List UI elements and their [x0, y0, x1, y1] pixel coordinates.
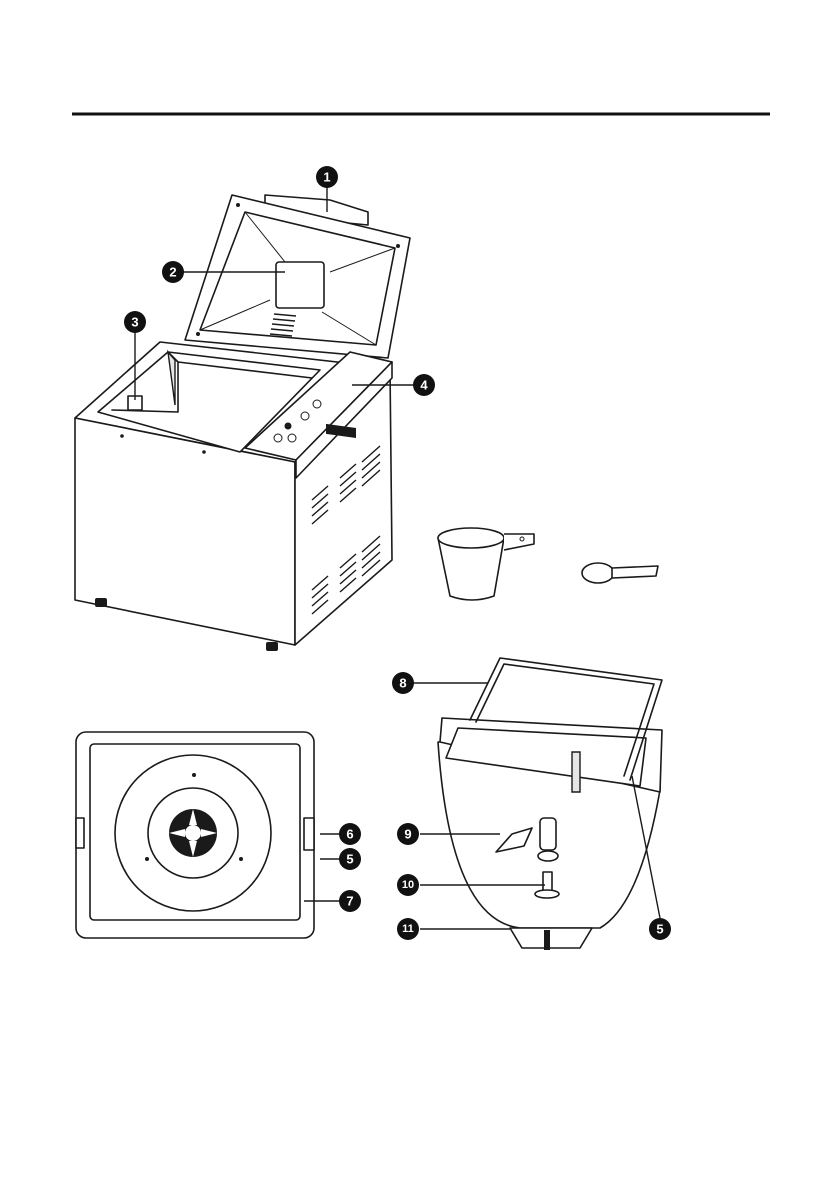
callout-11: 11 — [397, 918, 419, 940]
callout-3: 3 — [124, 311, 146, 333]
callout-1: 1 — [316, 166, 338, 188]
callout-4: 4 — [413, 374, 435, 396]
callout-3-label: 3 — [131, 315, 138, 330]
callout-10: 10 — [397, 874, 419, 896]
callout-6-label: 6 — [346, 827, 353, 842]
baking-pan-perspective — [438, 658, 662, 950]
callout-8-label: 8 — [399, 676, 406, 691]
callout-5a-label: 5 — [346, 852, 353, 867]
lid — [185, 195, 410, 358]
callout-1-label: 1 — [323, 170, 330, 185]
callout-7: 7 — [339, 890, 361, 912]
measuring-spoon — [582, 563, 658, 583]
callout-8: 8 — [392, 672, 414, 694]
callout-5b: 5 — [649, 918, 671, 940]
baking-pan-bottom-view — [76, 732, 314, 938]
callout-5a: 5 — [339, 848, 361, 870]
callout-9-label: 9 — [404, 827, 411, 842]
measuring-cup — [438, 528, 534, 600]
bread-maker-illustration — [75, 195, 410, 651]
callout-2: 2 — [162, 261, 184, 283]
housing — [75, 342, 392, 651]
callout-9: 9 — [397, 823, 419, 845]
callout-4-label: 4 — [420, 378, 428, 393]
callout-2-label: 2 — [169, 265, 176, 280]
callout-10-label: 10 — [402, 879, 414, 891]
callout-11-label: 11 — [402, 923, 414, 935]
callout-6: 6 — [339, 823, 361, 845]
callout-7-label: 7 — [346, 894, 353, 909]
callout-5b-label: 5 — [656, 922, 663, 937]
